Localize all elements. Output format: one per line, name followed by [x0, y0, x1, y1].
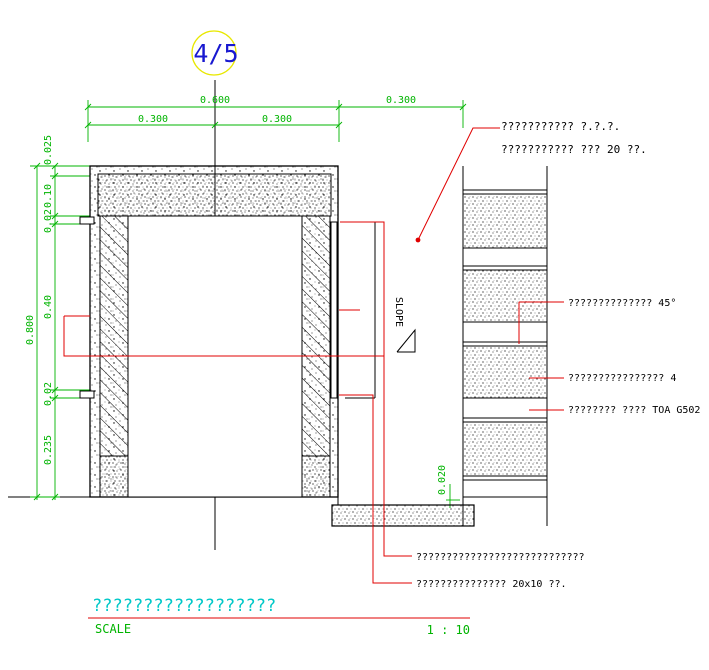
- left-base-block: [99, 455, 129, 498]
- vertical-dimensions: [30, 162, 90, 501]
- note-top-2: ??????????? ??? 20 ??.: [501, 143, 647, 156]
- panel-2: [462, 269, 548, 323]
- dim-half-right: 0.300: [262, 114, 292, 125]
- dim-half-left: 0.300: [138, 114, 168, 125]
- slope-label: SLOPE: [393, 297, 404, 327]
- note-bottom-2: ??????????????? 20x10 ??.: [416, 579, 567, 590]
- dim-right-extension: 0.300: [386, 95, 416, 106]
- left-hatch-band: [99, 215, 129, 457]
- note-top-1: ??????????? ?.?.?.: [501, 120, 620, 133]
- right-hatch-band: [301, 215, 331, 457]
- scale-label: SCALE: [95, 622, 131, 636]
- vertical-dim-labels: 0.800 0.025 0.10 0.02 0.40 0.02 0.235 0.…: [25, 135, 448, 495]
- drawing-title: ??????????????????: [92, 596, 276, 616]
- scale-value: 1 : 10: [427, 623, 470, 637]
- note-angle: ?????????????? 45°: [568, 298, 676, 309]
- box-section: [79, 165, 339, 498]
- joint-top-left: [79, 216, 95, 225]
- title-block: ?????????????????? SCALE 1 : 10: [88, 596, 470, 637]
- right-gasket: [330, 221, 338, 399]
- note-bottom-1: ????????????????????????????: [416, 552, 585, 563]
- step-dimension: [446, 484, 460, 508]
- leader-lines: [63, 127, 564, 584]
- dim-top-slab: 0.10: [43, 184, 54, 208]
- dim-overall-width: 0.600: [200, 95, 230, 106]
- joint-bottom-left: [79, 390, 95, 399]
- channel-slab: [331, 504, 475, 527]
- note-toa: ???????? ???? TOA G502: [568, 405, 700, 416]
- bottom-channel: [331, 496, 548, 527]
- detail-number: 4/5: [193, 39, 238, 68]
- panel-4: [462, 421, 548, 477]
- dim-step: 0.020: [437, 465, 448, 495]
- detail-circle: [191, 30, 237, 76]
- detail-callout: 4/5: [191, 30, 239, 76]
- leader-dot: [415, 237, 421, 243]
- panel-3: [462, 345, 548, 399]
- dim-overall-height: 0.800: [25, 315, 36, 345]
- horizontal-dimensions: [84, 100, 467, 142]
- right-base-block: [301, 455, 331, 498]
- dim-base: 0.235: [43, 435, 54, 465]
- panel-1: [462, 193, 548, 249]
- side-elevation: [462, 166, 548, 526]
- dim-middle: 0.40: [43, 295, 54, 319]
- note-4: ???????????????? 4: [568, 373, 676, 384]
- dim-top-lip: 0.025: [43, 135, 54, 165]
- dim-gap-bottom: 0.02: [43, 382, 54, 406]
- dim-gap-top: 0.02: [43, 209, 54, 233]
- cover-slab: [97, 173, 332, 217]
